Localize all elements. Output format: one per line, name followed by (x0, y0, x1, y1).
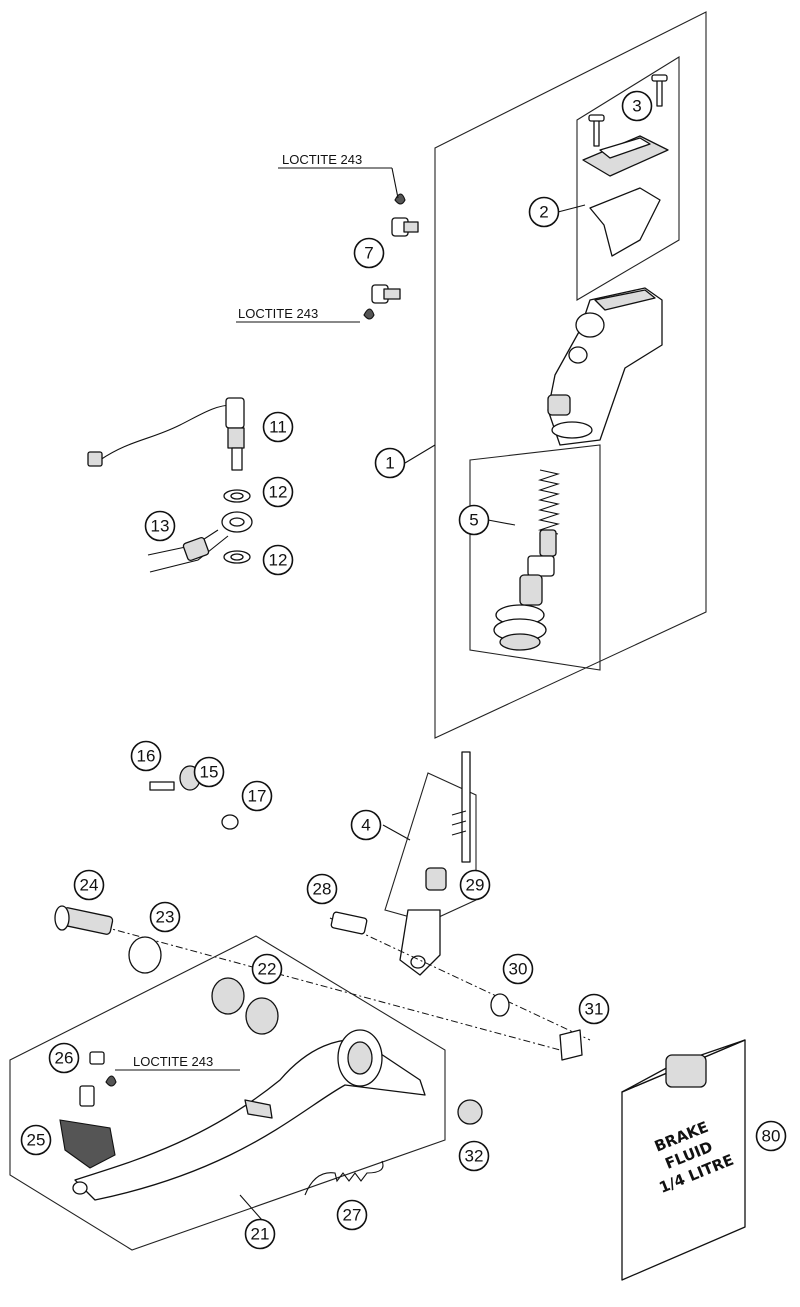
leader-lines (115, 167, 586, 1221)
callout-26[interactable]: 26 (48, 1042, 80, 1074)
svg-text:28: 28 (313, 880, 332, 899)
svg-text:1: 1 (385, 454, 394, 473)
loctite-note-pedal: LOCTITE 243 (133, 1054, 213, 1069)
push-rod-parts (399, 751, 471, 976)
callout-13[interactable]: 13 (144, 510, 176, 542)
callout-27[interactable]: 27 (336, 1199, 368, 1231)
callout-28[interactable]: 28 (306, 873, 338, 905)
pedal-pivot-parts (54, 905, 591, 1125)
master-cylinder-frame (434, 11, 707, 739)
callout-1[interactable]: 1 (374, 447, 406, 479)
callout-12a[interactable]: 12 (262, 476, 294, 508)
callout-24[interactable]: 24 (73, 869, 105, 901)
callout-5[interactable]: 5 (458, 504, 490, 536)
return-spring-part (304, 1160, 384, 1196)
svg-text:32: 32 (465, 1147, 484, 1166)
svg-text:30: 30 (509, 960, 528, 979)
brake-fluid-bottle (621, 1039, 746, 1281)
loctite-note-top: LOCTITE 243 (282, 152, 362, 167)
callout-30[interactable]: 30 (502, 953, 534, 985)
brake-line-part (147, 511, 253, 573)
svg-text:24: 24 (80, 876, 99, 895)
loctite-note-mid: LOCTITE 243 (238, 306, 318, 321)
callout-2[interactable]: 2 (528, 196, 560, 228)
brake-pedal-frame (9, 935, 446, 1251)
reservoir-cover-part (582, 135, 669, 257)
callout-23[interactable]: 23 (149, 901, 181, 933)
svg-text:23: 23 (156, 908, 175, 927)
callout-29[interactable]: 29 (459, 869, 491, 901)
cover-screw-parts (588, 74, 668, 147)
callout-12b[interactable]: 12 (262, 544, 294, 576)
master-cylinder-body-part (547, 287, 663, 446)
callout-22[interactable]: 22 (251, 953, 283, 985)
svg-text:3: 3 (632, 97, 641, 116)
banjo-bolt-parts (363, 193, 419, 320)
brake-light-switch-part (87, 397, 245, 471)
svg-text:31: 31 (585, 1000, 604, 1019)
svg-text:80: 80 (762, 1127, 781, 1146)
callout-17[interactable]: 17 (241, 780, 273, 812)
svg-text:27: 27 (343, 1206, 362, 1225)
callout-7[interactable]: 7 (353, 237, 385, 269)
callout-11[interactable]: 11 (262, 411, 294, 443)
svg-text:26: 26 (55, 1049, 74, 1068)
callout-32[interactable]: 32 (458, 1140, 490, 1172)
loctite-notes: LOCTITE 243 LOCTITE 243 LOCTITE 243 (133, 152, 362, 1069)
svg-text:12: 12 (269, 483, 288, 502)
svg-text:25: 25 (27, 1131, 46, 1150)
callout-21[interactable]: 21 (244, 1218, 276, 1250)
svg-text:12: 12 (269, 551, 288, 570)
callout-3[interactable]: 3 (621, 90, 653, 122)
pivot-bolt-parts (149, 765, 239, 830)
svg-text:7: 7 (364, 244, 373, 263)
callout-15[interactable]: 15 (193, 756, 225, 788)
callout-16[interactable]: 16 (130, 740, 162, 772)
svg-text:4: 4 (361, 816, 370, 835)
svg-text:2: 2 (539, 203, 548, 222)
brake-pedal-part (59, 1029, 426, 1201)
svg-text:5: 5 (469, 511, 478, 530)
piston-kit-parts (493, 469, 561, 651)
svg-text:11: 11 (269, 418, 287, 437)
callout-31[interactable]: 31 (578, 993, 610, 1025)
svg-text:16: 16 (137, 747, 156, 766)
callout-4[interactable]: 4 (350, 809, 382, 841)
svg-text:13: 13 (151, 517, 170, 536)
callout-25[interactable]: 25 (20, 1124, 52, 1156)
callout-80[interactable]: 80 (755, 1120, 787, 1152)
svg-text:22: 22 (258, 960, 277, 979)
svg-text:29: 29 (466, 876, 485, 895)
svg-text:17: 17 (248, 787, 267, 806)
sealing-washer-parts (223, 489, 251, 564)
svg-text:21: 21 (251, 1225, 270, 1244)
svg-text:15: 15 (200, 763, 219, 782)
